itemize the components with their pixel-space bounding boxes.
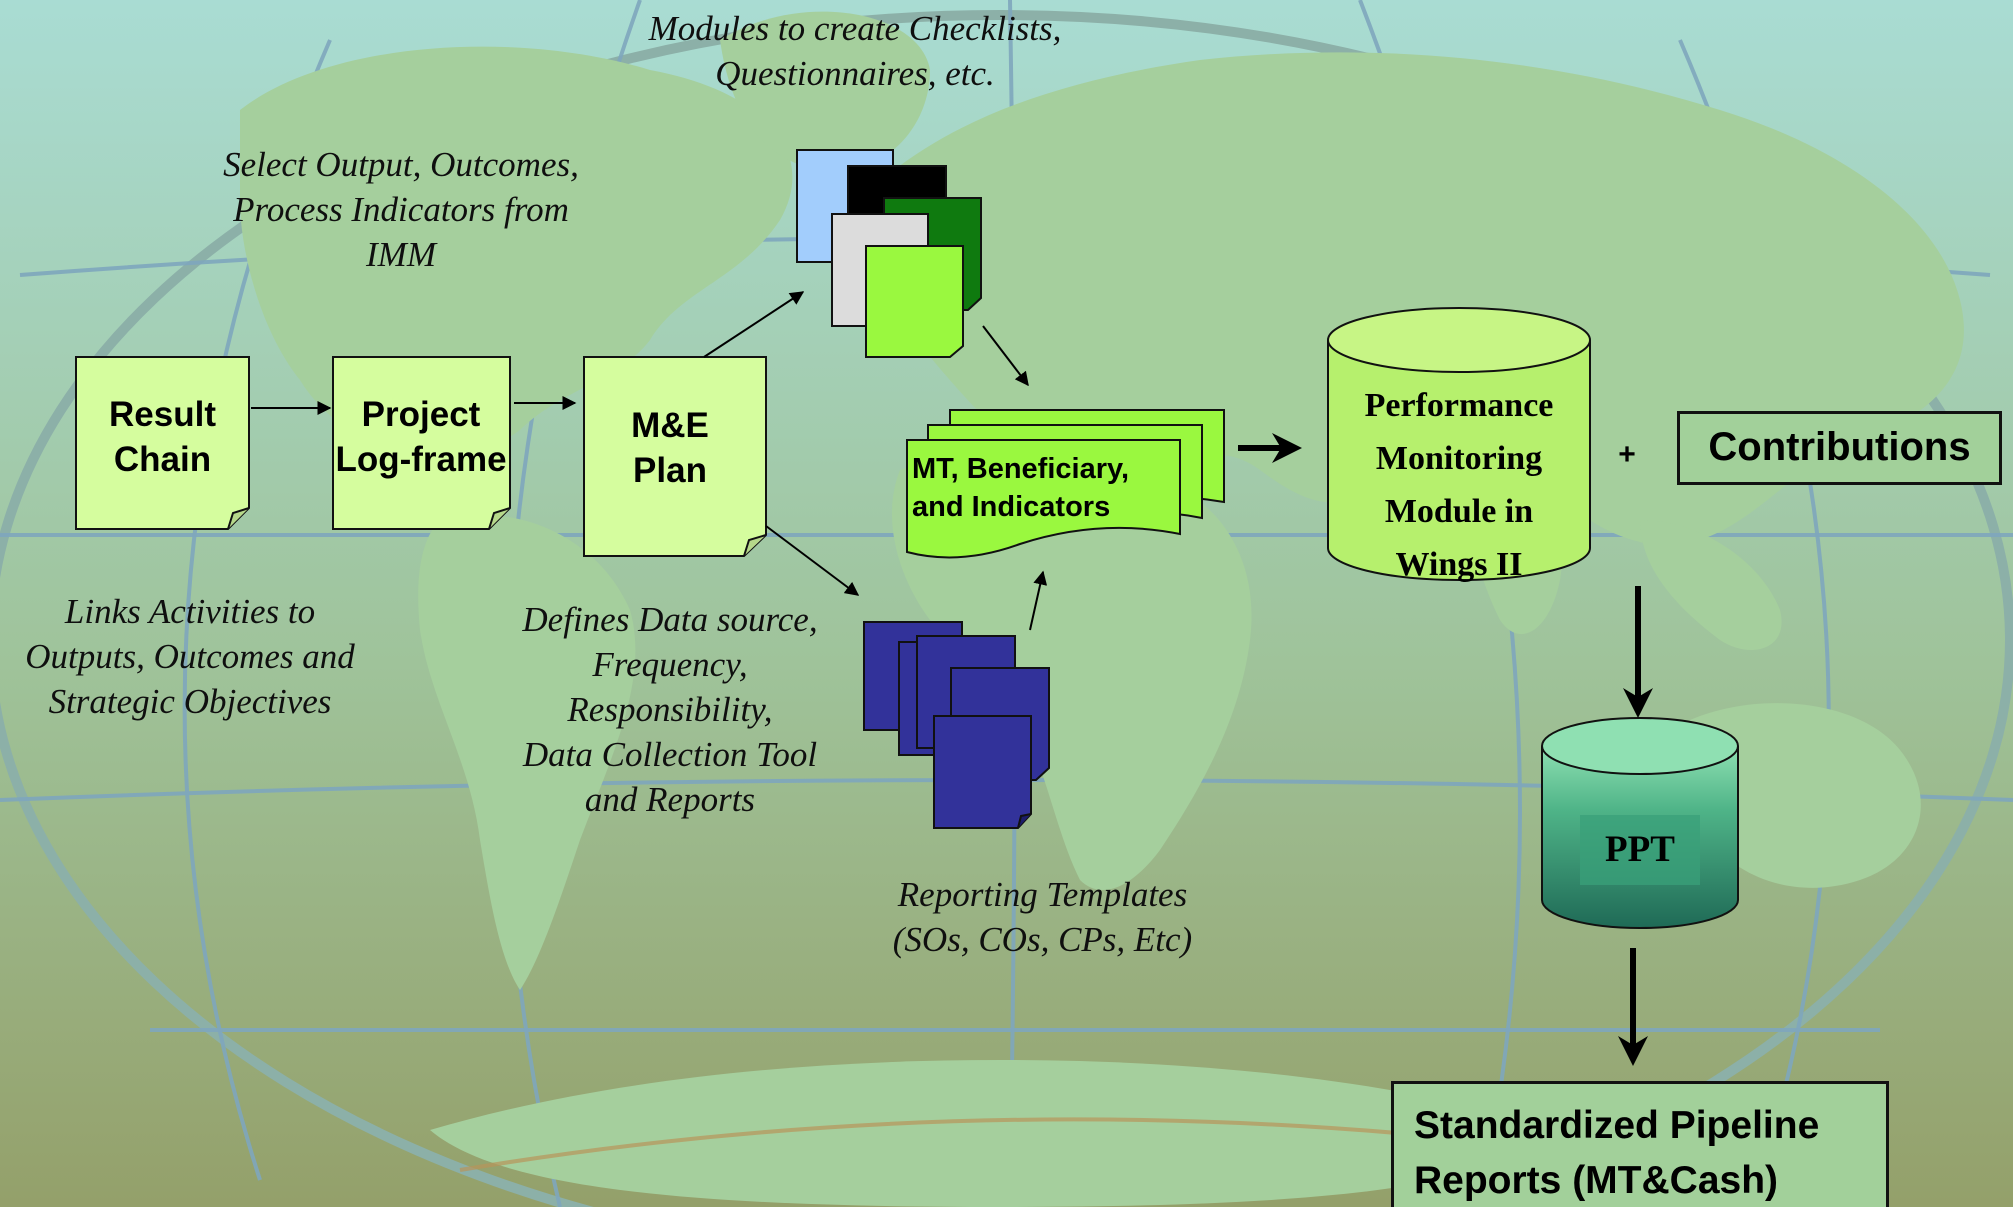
ppt-label: PPT (1605, 829, 1675, 870)
arrow-templates-to-mt (1029, 570, 1048, 631)
project-logframe-label: Project Log-frame (335, 395, 507, 479)
arrow-me-plan-to-checklists (703, 291, 805, 358)
standardized-reports-line-1: Standardized Pipeline (1414, 1104, 1820, 1147)
reporting-templates-stack (863, 621, 1050, 829)
plus-sign: + (1618, 438, 1636, 471)
performance-module-label: Performance Monitoring Module in Wings I… (1364, 387, 1554, 583)
arrow-me-plan-to-templates (765, 525, 860, 596)
mt-beneficiary-label: MT, Beneficiary, and Indicators (912, 453, 1130, 523)
modules-caption: Modules to create Checklists, Questionna… (648, 9, 1062, 93)
defines-data-caption: Defines Data source, Frequency, Responsi… (522, 600, 818, 819)
standardized-reports-line-2: Reports (MT&Cash) (1414, 1159, 1779, 1202)
arrow-checklists-to-mt (982, 325, 1029, 387)
checklist-documents-stack (796, 149, 982, 358)
links-activities-caption: Links Activities to Outputs, Outcomes an… (25, 592, 355, 721)
ppt-database (1541, 717, 1739, 929)
contributions-box: Contributions (1677, 411, 2002, 485)
mt-beneficiary-documents (906, 409, 1225, 559)
standardized-reports-box: Standardized Pipeline Reports (MT&Cash) (1391, 1081, 1889, 1207)
me-plan-label: M&E Plan (631, 406, 709, 490)
performance-module-database (1327, 307, 1591, 581)
select-output-caption: Select Output, Outcomes, Process Indicat… (223, 145, 579, 274)
reporting-templates-caption: Reporting Templates (SOs, COs, CPs, Etc) (892, 875, 1193, 959)
result-chain-label: Result Chain (109, 395, 216, 479)
